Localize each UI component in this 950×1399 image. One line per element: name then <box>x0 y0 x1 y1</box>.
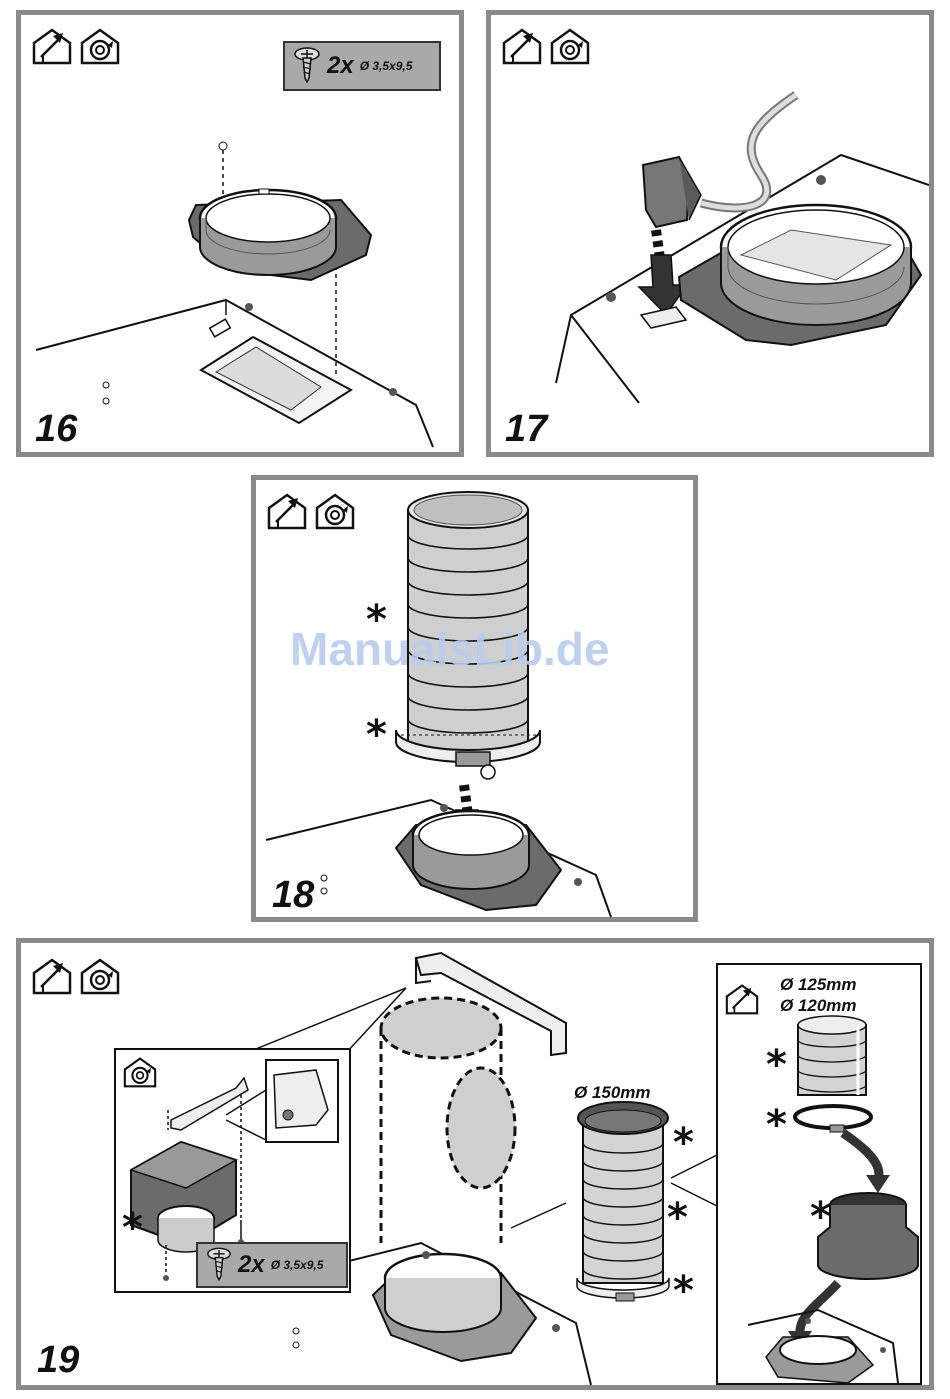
screw-spec-box: 2x Ø 3,5x9,5 <box>196 1242 348 1288</box>
step-number: 19 <box>37 1341 79 1379</box>
asterisk-marker: * <box>366 715 387 755</box>
panel-step-18: * * 18 <box>251 475 698 922</box>
asterisk-marker: * <box>122 1208 143 1248</box>
flex-hose-illustration <box>256 480 693 917</box>
step-number: 18 <box>272 876 314 914</box>
watermark-text: ManualsLib.de <box>290 622 609 676</box>
asterisk-marker: * <box>810 1197 831 1237</box>
asterisk-marker: * <box>673 1123 694 1163</box>
screw-size: Ø 3,5x9,5 <box>271 1258 324 1272</box>
asterisk-marker: * <box>766 1105 787 1145</box>
recirculation-box-inset: * 2x Ø 3,5x9,5 <box>114 1048 351 1293</box>
asterisk-marker: * <box>667 1198 688 1238</box>
panel-step-16: 2x Ø 3,5x9,5 16 <box>16 10 464 457</box>
panel-step-19: * 2x Ø 3,5x9,5 Ø 150mm * * * Ø 125mm Ø 1… <box>16 938 934 1390</box>
connector-illustration <box>491 15 929 452</box>
duct-ring-illustration <box>21 15 459 452</box>
hose-diameter-label: Ø 150mm <box>574 1083 651 1103</box>
panel-step-17: 17 <box>486 10 934 457</box>
screw-icon <box>206 1246 232 1284</box>
asterisk-marker: * <box>673 1271 694 1311</box>
step-number: 16 <box>35 410 77 448</box>
reducer-inset: Ø 125mm Ø 120mm <box>716 963 922 1385</box>
step-number: 17 <box>505 410 547 448</box>
asterisk-marker: * <box>766 1045 787 1085</box>
screw-count: 2x <box>238 1251 265 1279</box>
reducer-illustration <box>718 965 920 1383</box>
